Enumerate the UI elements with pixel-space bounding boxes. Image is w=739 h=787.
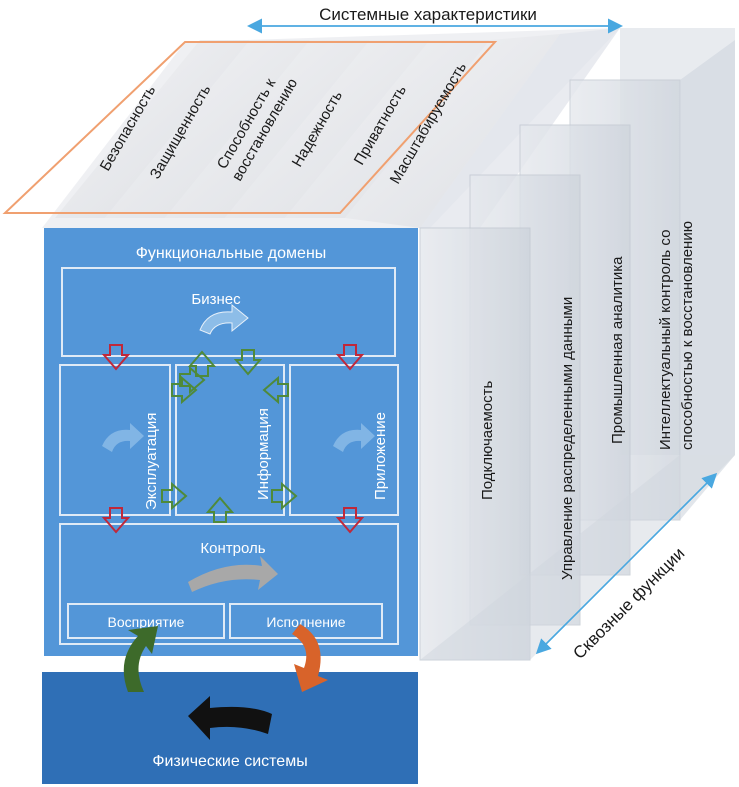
application-label: Приложение: [372, 412, 389, 500]
function-analytics: Промышленная аналитика: [609, 256, 626, 444]
red-down-arrows: [101, 344, 365, 534]
function-connectivity: Подключаемость: [479, 381, 496, 500]
top-arrow-label: Системные характеристики: [319, 5, 537, 24]
function-distributed-data: Управление распределенными данными: [559, 297, 576, 580]
information-label: Информация: [255, 408, 272, 500]
operations-box: [59, 364, 171, 516]
business-label: Бизнес: [191, 291, 241, 308]
privacy-slab-outline: [2, 41, 498, 214]
control-cycle-icon: [188, 556, 278, 592]
control-box: [59, 523, 399, 645]
application-cycle-icon: [333, 423, 375, 452]
function-intelligent-control-line2: способностью к восстановлению: [679, 221, 696, 450]
green-flow-arrows: [161, 349, 298, 523]
sensing-arrow: [123, 626, 158, 692]
actuation-label: Исполнение: [266, 614, 345, 630]
business-cycle-icon: [199, 303, 249, 335]
physical-cycle-arrow: [188, 696, 272, 740]
business-box: [61, 267, 396, 357]
functional-domains-panel: Функциональные домены Бизнес Эксплуатаци…: [44, 228, 418, 656]
actuation-arrow: [292, 624, 328, 692]
function-intelligent-control-line1: Интеллектуальный контроль со: [657, 230, 674, 450]
control-label: Контроль: [200, 540, 265, 557]
functional-domains-title: Функциональные домены: [136, 245, 327, 262]
operations-cycle-icon: [102, 423, 144, 452]
operations-label: Эксплуатация: [143, 413, 160, 510]
physical-systems-label: Физические системы: [152, 753, 307, 770]
physical-systems-block: Физические системы: [42, 672, 418, 784]
information-box: [175, 364, 285, 516]
sensing-label: Восприятие: [108, 614, 185, 630]
crosscutting-panes: [419, 28, 735, 661]
